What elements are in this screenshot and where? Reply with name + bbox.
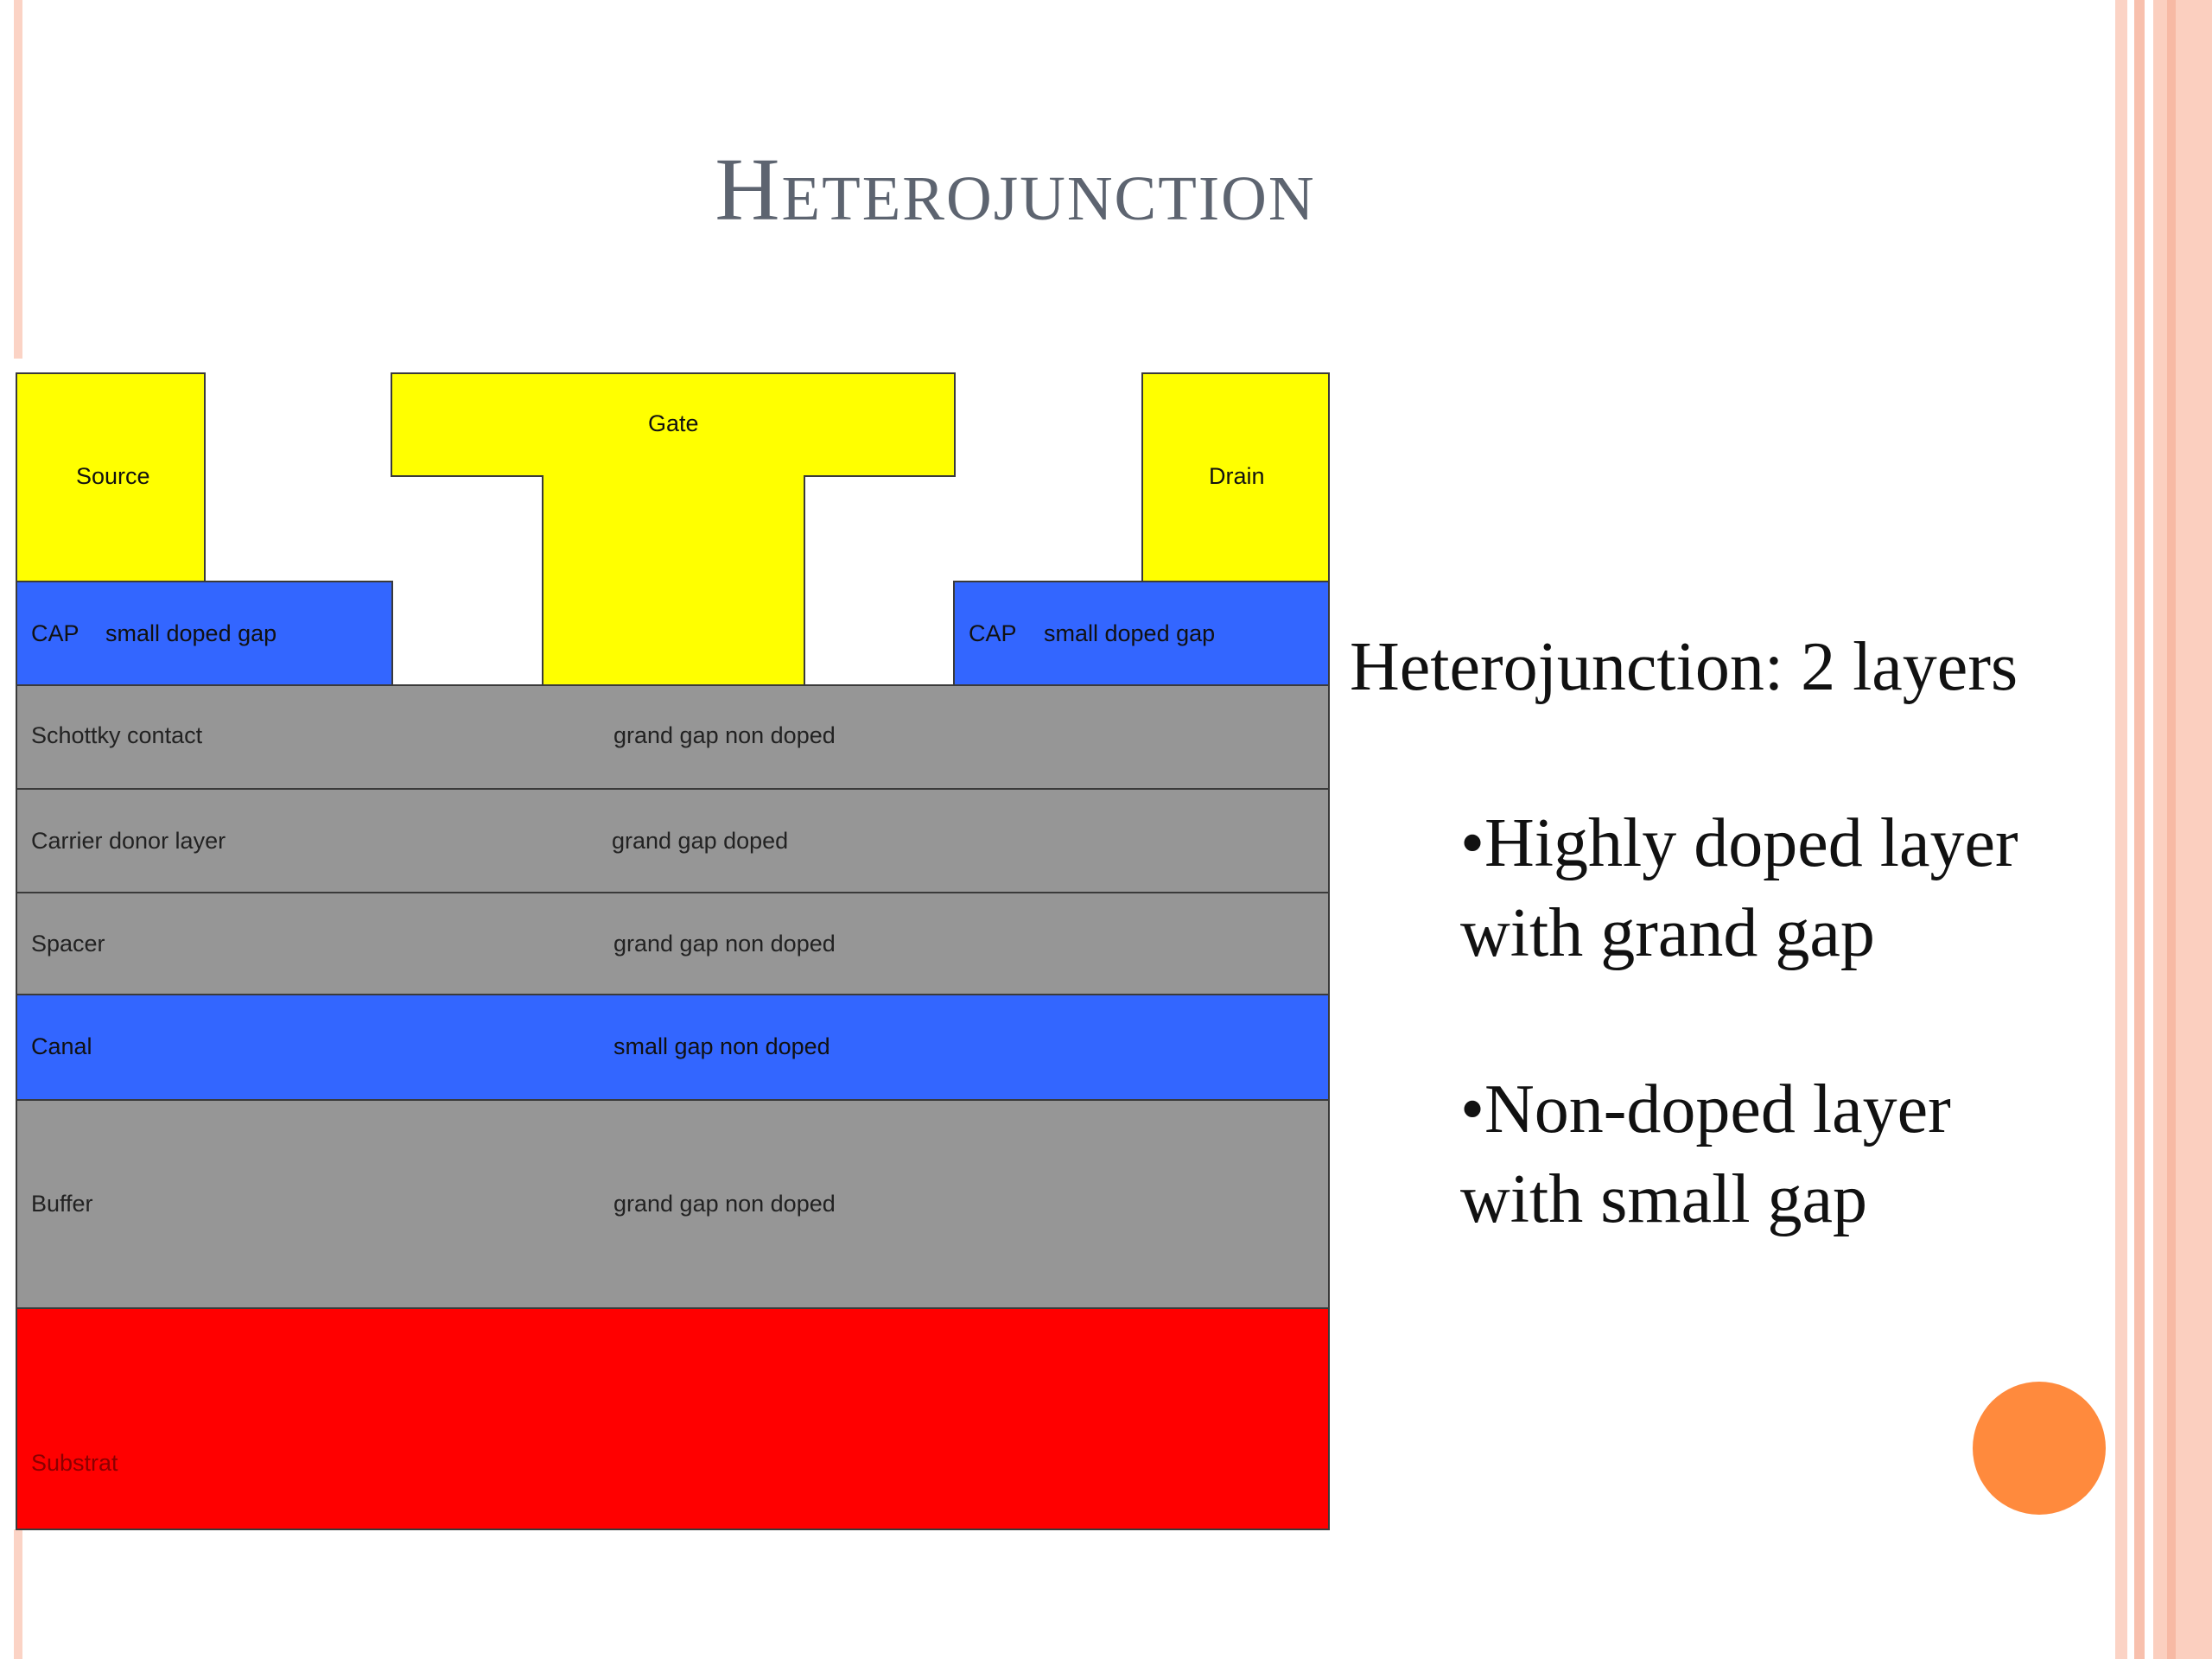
gate-top [391, 372, 956, 477]
layer-buffer-name: Buffer [31, 1191, 93, 1217]
layer-schottky-desc: grand gap non doped [613, 722, 836, 748]
bullet-1-line-1: •Highly doped layer [1460, 805, 2018, 881]
left-border-stripe [14, 1529, 22, 1659]
layer-carrier-donor-desc: grand gap doped [612, 828, 789, 854]
layer-spacer-desc: grand gap non doped [613, 931, 836, 957]
right-border-stripe [2134, 0, 2145, 1659]
drain-label: Drain [1209, 463, 1265, 489]
layer-substrate-name: Substrat [31, 1450, 118, 1476]
gate-label: Gate [648, 410, 699, 436]
layer-canal-desc: small gap non doped [613, 1033, 830, 1059]
layer-canal-name: Canal [31, 1033, 92, 1059]
right-border-stripe [2115, 0, 2127, 1659]
layer-spacer-name: Spacer [31, 931, 105, 957]
cap-right-desc: small doped gap [1044, 620, 1216, 646]
cap-right-name: CAP [969, 620, 1017, 646]
right-border-stripe [2167, 0, 2176, 1659]
text-heading: Heterojunction: 2 layers [1350, 629, 2018, 705]
layer-buffer-desc: grand gap non doped [613, 1191, 836, 1217]
layer-carrier-donor-name: Carrier donor layer [31, 828, 226, 854]
cap-right [953, 581, 1330, 686]
gate-stem [542, 475, 805, 686]
bullet-2-line-2: with small gap [1460, 1161, 1868, 1237]
bullet-2-line-1: •Non-doped layer [1460, 1071, 1951, 1147]
layer-spacer [16, 892, 1330, 995]
cap-left-desc: small doped gap [105, 620, 277, 646]
slide-title: Heterojunction [715, 140, 1316, 239]
right-border-stripe [2153, 0, 2212, 1659]
layer-schottky-contact [16, 684, 1330, 790]
decorative-orange-circle [1973, 1382, 2106, 1515]
layer-canal [16, 994, 1330, 1101]
left-border-stripe [14, 0, 22, 359]
layer-buffer [16, 1099, 1330, 1309]
source-label: Source [76, 463, 150, 489]
source-contact [16, 372, 206, 582]
bullet-1-line-2: with grand gap [1460, 895, 1875, 971]
layer-schottky-name: Schottky contact [31, 722, 203, 748]
cap-left-name: CAP [31, 620, 79, 646]
layer-substrate [16, 1307, 1330, 1530]
